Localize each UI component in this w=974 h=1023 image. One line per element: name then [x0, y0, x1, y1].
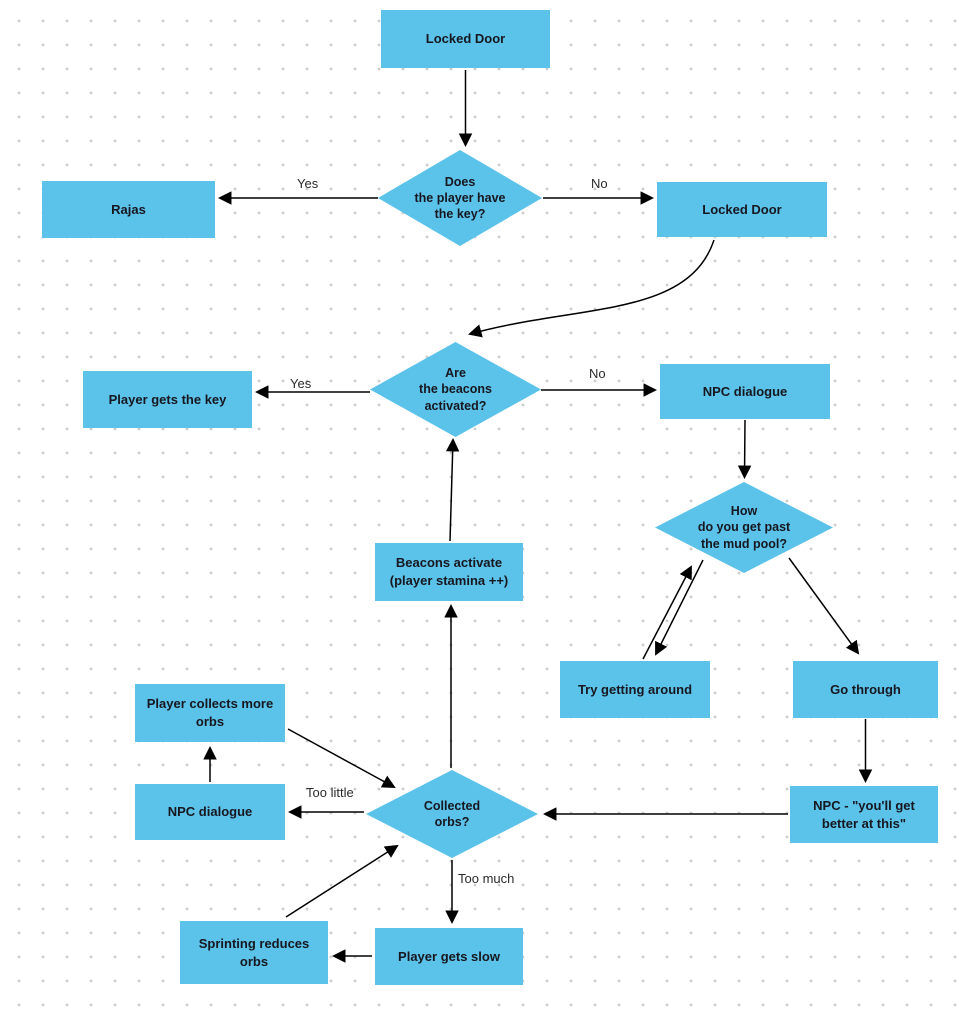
edge-tryaround-mudpool	[642, 565, 692, 660]
edge-label-yes-mid: Yes	[290, 376, 312, 391]
edge-mudpool-gothrough	[788, 557, 860, 655]
node-player-collects-more-orbs: Player collects more orbs	[135, 684, 285, 742]
node-rajas: Rajas	[42, 181, 215, 238]
node-try-getting-around: Try getting around	[560, 661, 710, 718]
edge-collects-orbs	[287, 728, 396, 788]
edge-beaconsactivate-beacons	[445, 437, 460, 542]
edge-sprinting-orbs	[285, 844, 399, 918]
node-player-gets-slow: Player gets slow	[375, 928, 523, 985]
edge-label-too-much: Too much	[458, 871, 515, 886]
node-beacons-activate: Beacons activate (player stamina ++)	[375, 543, 523, 601]
edge-lockeddoor-beacons	[468, 239, 715, 338]
node-npc-dialogue-left: NPC dialogue	[135, 784, 285, 840]
decision-has-key: Does the player have the key?	[378, 150, 542, 246]
node-sprinting-reduces-orbs: Sprinting reduces orbs	[180, 921, 328, 984]
node-go-through: Go through	[793, 661, 938, 718]
node-locked-door-right: Locked Door	[657, 182, 827, 237]
node-npc-better: NPC - "you'll get better at this"	[790, 786, 938, 843]
node-player-gets-key: Player gets the key	[83, 371, 252, 428]
edge-label-no-mid: No	[589, 366, 606, 381]
node-locked-door-top: Locked Door	[381, 10, 550, 68]
decision-beacons-activated: Are the beacons activated?	[370, 342, 541, 437]
edge-mudpool-tryaround	[655, 559, 704, 656]
decision-collected-orbs: Collected orbs?	[366, 770, 538, 858]
decision-mud-pool: How do you get past the mud pool?	[655, 482, 833, 573]
edge-label-too-little: Too little	[306, 785, 354, 800]
edge-npc-mudpool	[737, 419, 752, 480]
edge-label-yes-top: Yes	[297, 176, 319, 191]
node-npc-dialogue-right: NPC dialogue	[660, 364, 830, 419]
edge-label-no-top: No	[591, 176, 608, 191]
